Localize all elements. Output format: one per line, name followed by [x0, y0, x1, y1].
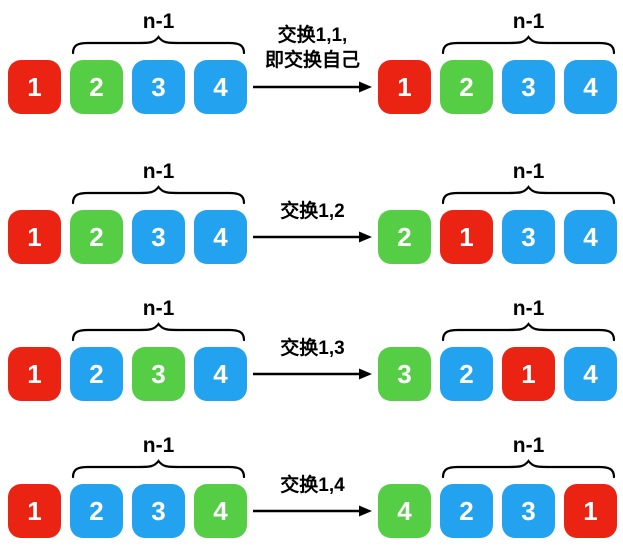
swap-arrow-group: 交换1,1, 即交换自己 — [247, 23, 378, 114]
array-cell: 3 — [378, 347, 431, 402]
swap-arrow-group: 交换1,4 — [247, 473, 378, 539]
array-cell: 1 — [564, 484, 617, 539]
array-cell: 2 — [70, 60, 123, 115]
curly-brace-icon — [71, 459, 246, 479]
array-cell: 1 — [8, 60, 61, 115]
array-cell: 3 — [502, 484, 555, 539]
brace-label: n-1 — [512, 434, 545, 458]
right-array: n-1 3 2 1 4 — [378, 297, 617, 402]
array-cell: 2 — [70, 347, 123, 402]
swap-label-line1: 交换1,2 — [280, 200, 345, 222]
swap-row-3: n-1 1 2 3 4 交换1,3 n-1 — [0, 297, 623, 402]
arrow-right-icon — [252, 231, 372, 243]
swap-label: 交换1,1, 即交换自己 — [265, 23, 360, 74]
curly-brace-icon — [441, 35, 616, 55]
curly-brace-icon — [71, 185, 246, 205]
array-cell: 4 — [564, 210, 617, 265]
array-cell: 4 — [564, 347, 617, 402]
array-cell: 2 — [378, 210, 431, 265]
swap-label-line1: 交换1,4 — [280, 474, 345, 496]
array-cell: 1 — [378, 60, 431, 115]
array-cell: 3 — [502, 210, 555, 265]
arrow-right-icon — [252, 368, 372, 380]
brace-group: n-1 — [440, 10, 617, 55]
curly-brace-icon — [441, 322, 616, 342]
swap-label-line2: 即交换自己 — [264, 50, 360, 72]
brace-group: n-1 — [70, 10, 247, 55]
brace-group: n-1 — [70, 160, 247, 205]
array-cell: 1 — [8, 484, 61, 539]
right-array: n-1 1 2 3 4 — [378, 10, 617, 115]
array-cell: 2 — [440, 347, 493, 402]
array-cell: 1 — [440, 210, 493, 265]
brace-group: n-1 — [440, 434, 617, 479]
arrow-right-icon — [252, 81, 372, 93]
array-cell: 4 — [194, 210, 247, 265]
array-cell: 3 — [132, 347, 185, 402]
swap-row-2: n-1 1 2 3 4 交换1,2 n-1 — [0, 160, 623, 265]
swap-row-1: n-1 1 2 3 4 交换1,1, 即交换自己 n-1 — [0, 10, 623, 115]
swap-diagram: n-1 1 2 3 4 交换1,1, 即交换自己 n-1 — [0, 10, 623, 539]
brace-label: n-1 — [142, 434, 175, 458]
brace-label: n-1 — [512, 10, 545, 33]
curly-brace-icon — [441, 459, 616, 479]
array-cell: 4 — [564, 60, 617, 115]
right-array: n-1 4 2 3 1 — [378, 434, 617, 539]
swap-arrow-group: 交换1,2 — [247, 199, 378, 265]
brace-label: n-1 — [512, 297, 545, 321]
array-cell: 2 — [70, 210, 123, 265]
array-cell: 4 — [378, 484, 431, 539]
brace-label: n-1 — [512, 160, 545, 184]
array-cell: 1 — [8, 347, 61, 402]
right-array: n-1 2 1 3 4 — [378, 160, 617, 265]
brace-group: n-1 — [440, 297, 617, 342]
brace-label: n-1 — [142, 297, 175, 321]
array-cell: 2 — [440, 60, 493, 115]
array-cell: 3 — [132, 210, 185, 265]
brace-group: n-1 — [440, 160, 617, 205]
swap-row-4: n-1 1 2 3 4 交换1,4 n-1 — [0, 434, 623, 539]
swap-label: 交换1,3 — [280, 336, 344, 362]
left-array: n-1 1 2 3 4 — [8, 434, 247, 539]
array-cell: 3 — [132, 60, 185, 115]
swap-label-line1: 交换1,3 — [280, 337, 345, 359]
left-array: n-1 1 2 3 4 — [8, 297, 247, 402]
arrow-right-icon — [252, 505, 372, 517]
curly-brace-icon — [441, 185, 616, 205]
brace-label: n-1 — [142, 10, 175, 33]
brace-group: n-1 — [70, 297, 247, 342]
left-array: n-1 1 2 3 4 — [8, 160, 247, 265]
array-cell: 4 — [194, 60, 247, 115]
array-cell: 1 — [8, 210, 61, 265]
array-cell: 1 — [502, 347, 555, 402]
array-cell: 3 — [132, 484, 185, 539]
swap-label-line1: 交换1,1, — [277, 24, 348, 46]
swap-label: 交换1,2 — [280, 199, 344, 225]
brace-label: n-1 — [142, 160, 175, 184]
curly-brace-icon — [71, 322, 246, 342]
swap-arrow-group: 交换1,3 — [247, 336, 378, 402]
array-cell: 4 — [194, 484, 247, 539]
array-cell: 4 — [194, 347, 247, 402]
array-cell: 2 — [70, 484, 123, 539]
swap-label: 交换1,4 — [280, 473, 344, 499]
array-cell: 3 — [502, 60, 555, 115]
left-array: n-1 1 2 3 4 — [8, 10, 247, 115]
brace-group: n-1 — [70, 434, 247, 479]
curly-brace-icon — [71, 35, 246, 55]
array-cell: 2 — [440, 484, 493, 539]
